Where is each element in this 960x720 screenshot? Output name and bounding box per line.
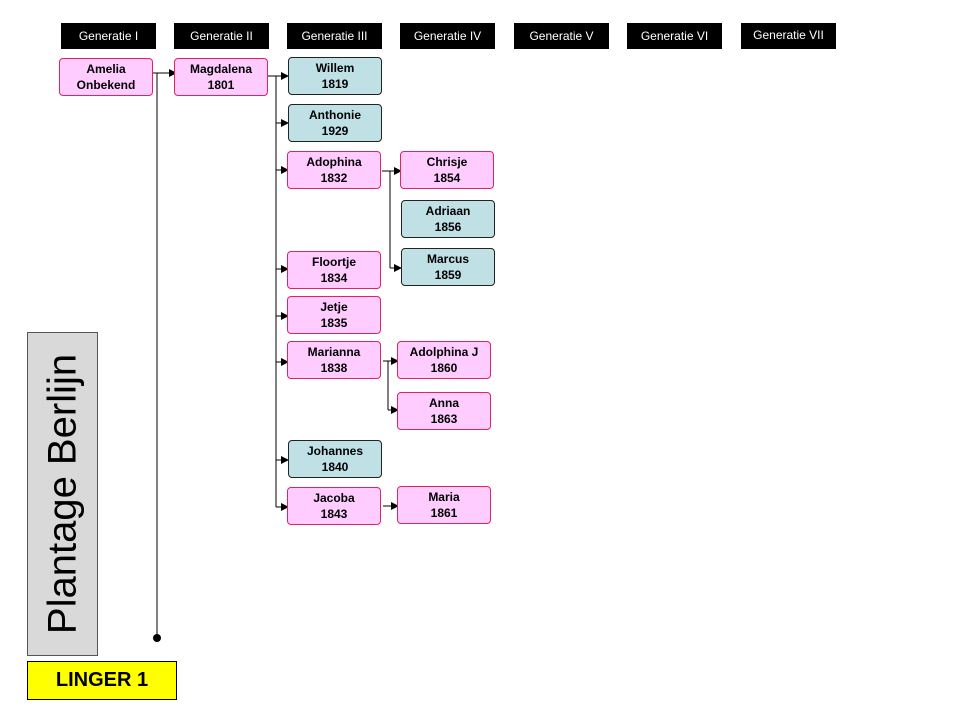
person-year: 1832 [320, 171, 348, 185]
generation-header-7: Generatie VII [741, 23, 836, 49]
person-year: 1863 [430, 412, 458, 426]
generation-header-3: Generatie III [287, 23, 382, 49]
generation-header-1: Generatie I [61, 23, 156, 49]
person-name: Marcus [426, 252, 470, 266]
person-year: 1856 [434, 220, 462, 234]
person-chrisje: Chrisje 1854 [400, 151, 494, 189]
person-name: Maria [428, 490, 460, 504]
person-marcus: Marcus 1859 [401, 248, 495, 286]
generation-header-6: Generatie VI [627, 23, 722, 49]
person-year: 1819 [321, 77, 349, 91]
linger-label: LINGER 1 [27, 661, 177, 700]
person-year: 1840 [321, 460, 349, 474]
person-name: Adolphina J [409, 345, 479, 359]
person-name: Johannes [306, 444, 363, 458]
person-adophina: Adophina 1832 [287, 151, 381, 189]
person-name: Jetje [320, 300, 348, 314]
person-year: 1835 [320, 316, 348, 330]
person-floortje: Floortje 1834 [287, 251, 381, 289]
person-name: Anthonie [309, 108, 361, 122]
person-name: Adophina [306, 155, 362, 169]
person-year: 1801 [207, 78, 235, 92]
person-year: 1843 [320, 507, 348, 521]
person-name: Magdalena [189, 62, 252, 76]
person-name: Adriaan [425, 204, 471, 218]
person-maria: Maria 1861 [397, 486, 491, 524]
person-name: Jacoba [313, 491, 355, 505]
person-jetje: Jetje 1835 [287, 296, 381, 334]
person-name: Chrisje [426, 155, 468, 169]
person-adolphina: Adolphina J 1860 [397, 341, 491, 379]
connector-magdalena-trunk [268, 75, 277, 507]
person-year: 1854 [433, 171, 461, 185]
connector-end-dot [153, 634, 161, 642]
plantation-title: Plantage Berlijn [40, 353, 84, 635]
person-name: Willem [315, 61, 355, 75]
person-anna: Anna 1863 [397, 392, 491, 430]
generation-header-4: Generatie IV [400, 23, 495, 49]
person-name: Amelia [86, 62, 126, 76]
person-willem: Willem 1819 [288, 57, 382, 95]
person-year: 1834 [320, 271, 348, 285]
person-name: Floortje [312, 255, 356, 269]
person-year: 1860 [430, 361, 458, 375]
person-year: Onbekend [76, 78, 136, 92]
person-name: Marianna [307, 345, 361, 359]
person-jacoba: Jacoba 1843 [287, 487, 381, 525]
person-year: 1859 [434, 268, 462, 282]
person-anthonie: Anthonie 1929 [288, 104, 382, 142]
person-name: Anna [429, 396, 459, 410]
person-johannes: Johannes 1840 [288, 440, 382, 478]
plantation-sidebar: Plantage Berlijn [27, 332, 98, 656]
person-magdalena: Magdalena 1801 [174, 58, 268, 96]
person-year: 1838 [320, 361, 348, 375]
person-marianna: Marianna 1838 [287, 341, 381, 379]
person-amelia: Amelia Onbekend [59, 58, 153, 96]
person-adriaan: Adriaan 1856 [401, 200, 495, 238]
person-year: 1861 [430, 506, 458, 520]
person-year: 1929 [321, 124, 349, 138]
generation-header-2: Generatie II [174, 23, 269, 49]
generation-header-5: Generatie V [514, 23, 609, 49]
